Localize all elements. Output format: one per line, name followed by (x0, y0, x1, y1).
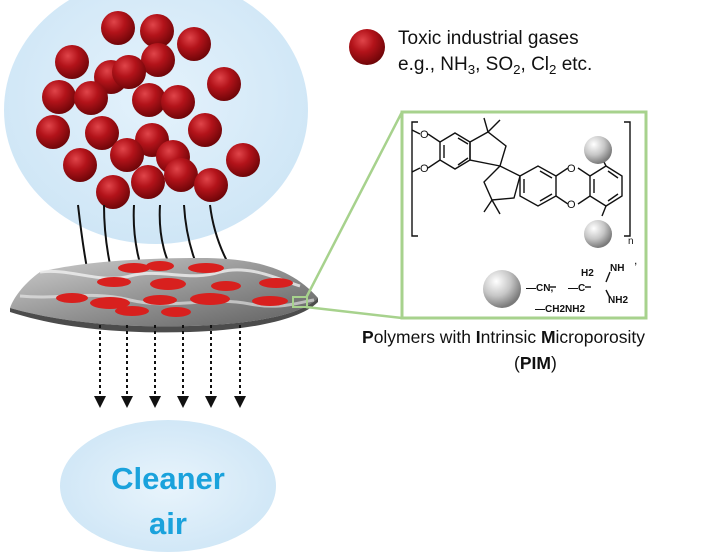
gas-particle-icon (36, 115, 70, 149)
zoom-source-marker (292, 296, 308, 308)
oxygen-label: O (420, 163, 429, 175)
gas-particle-icon (110, 138, 144, 172)
substituent-c: —C (568, 283, 585, 294)
gas-particle-icon (85, 116, 119, 150)
gas-particle-icon (55, 45, 89, 79)
separator-comma: , (634, 253, 637, 267)
pim-membrane (10, 258, 318, 333)
substituent-ch2: H2 (581, 268, 594, 279)
cleaner-air-bubble (60, 420, 276, 552)
cleaner-air-line2: air (149, 506, 187, 541)
oxygen-label: O (567, 199, 576, 211)
repeat-unit-label: n (628, 236, 634, 247)
gas-particle-icon (63, 148, 97, 182)
substituent-sphere-icon (584, 136, 612, 164)
gas-particle-icon (194, 168, 228, 202)
gas-particle-icon (141, 43, 175, 77)
gas-particle-icon (101, 11, 135, 45)
gas-particle-icon (161, 85, 195, 119)
legend-gas-label: Toxic industrial gases (398, 28, 579, 49)
gas-particle-icon (132, 83, 166, 117)
gas-particle-icon (226, 143, 260, 177)
gas-particle-icon (164, 158, 198, 192)
gas-particle-icon (188, 113, 222, 147)
oxygen-label: O (420, 129, 429, 141)
gas-particle-icon (349, 29, 385, 65)
gas-particle-icon (131, 165, 165, 199)
gas-particle-icon (112, 55, 146, 89)
gas-particle-icon (42, 80, 76, 114)
pim-caption-abbrev: (PIM) (514, 353, 557, 373)
cleaner-air-line1: Cleaner (111, 461, 225, 496)
cleaner-air-label: Cleaner air (82, 456, 254, 546)
substituent-sphere-icon (584, 220, 612, 248)
substituent-sphere-icon (483, 270, 521, 308)
pim-caption-title: Polymers with Intrinsic Microporosity (362, 327, 646, 347)
gas-particle-icon (207, 67, 241, 101)
substituent-cn: —CN, (526, 283, 553, 294)
oxygen-label: O (567, 163, 576, 175)
gas-particles (36, 11, 260, 209)
membrane-pores (56, 261, 293, 317)
gas-particle-icon (177, 27, 211, 61)
gas-particle-icon (96, 175, 130, 209)
substituent-ch2nh2: —CH2NH2 (535, 304, 585, 315)
zoom-projection-lines (304, 111, 404, 320)
gas-particle-icon (74, 81, 108, 115)
outgoing-clean-arrows (94, 325, 246, 408)
substituent-nh: NH (610, 263, 624, 274)
gas-particle-icon (140, 14, 174, 48)
substituent-nh2: NH2 (608, 295, 628, 306)
legend-gas-examples: e.g., NH3, SO2, Cl2 etc. (398, 54, 593, 77)
